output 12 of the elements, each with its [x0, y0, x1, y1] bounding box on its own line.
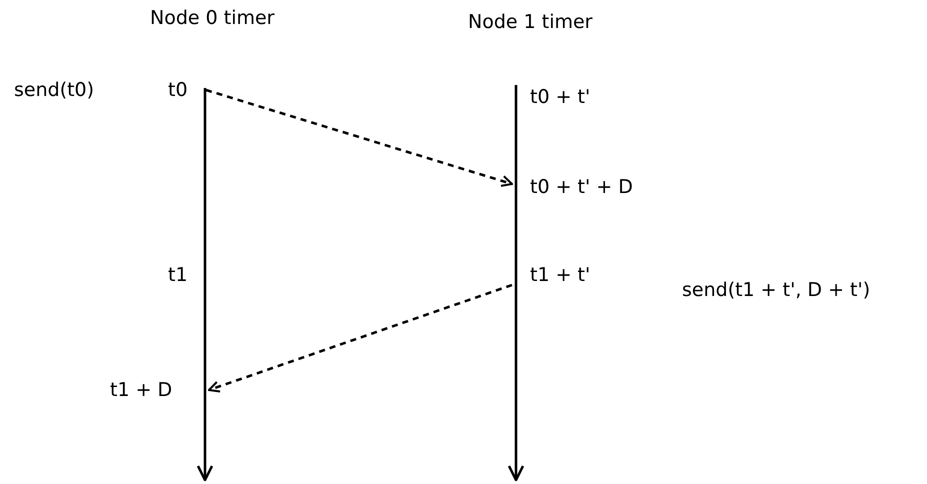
time-label: t0 + t' + D: [530, 176, 633, 198]
time-label: t1: [168, 263, 188, 287]
event-label: send(t0): [14, 78, 94, 102]
time-label: t1 + D: [110, 379, 172, 401]
time-label: t0 + t': [530, 85, 590, 109]
message-arrow: [206, 88, 513, 187]
event-label: send(t1 + t', D + t'): [682, 278, 870, 302]
timeline-heading: Node 1 timer: [468, 10, 592, 34]
message-arrow: [208, 284, 512, 392]
time-label: t0: [168, 79, 188, 101]
timeline-heading: Node 0 timer: [150, 6, 274, 30]
time-label: t1 + t': [530, 264, 590, 286]
